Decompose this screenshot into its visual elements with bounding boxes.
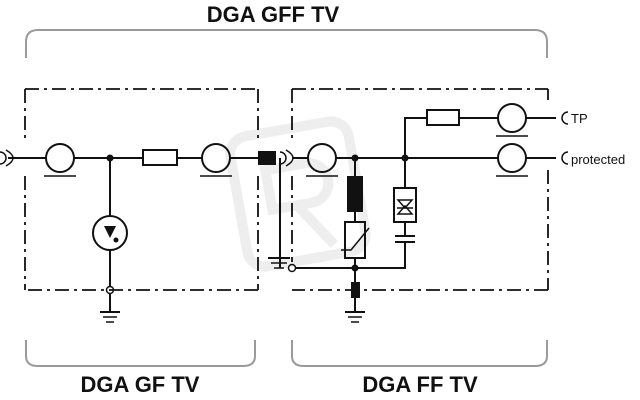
title-bottom-left: DGA GF TV: [81, 372, 200, 397]
title-top: DGA GFF TV: [207, 2, 340, 27]
capacitor-icon: [395, 235, 415, 243]
arrester-icon: [92, 215, 128, 251]
resistor-icon-tp: [426, 109, 460, 126]
tp-terminal-icon: [561, 111, 569, 125]
inductor-icon: [347, 176, 363, 212]
ring-icon-right-1: [306, 143, 338, 177]
resistor-icon-left: [142, 149, 178, 166]
ring-icon-left-2: [200, 143, 232, 177]
ring-icon-left-1: [44, 143, 76, 177]
varistor-icon: [341, 221, 370, 259]
ground-terminal-middle: [287, 263, 297, 273]
tp-line: [404, 117, 556, 158]
protected-terminal-icon: [561, 151, 569, 165]
left-module-outline: [24, 88, 259, 291]
brace-bottom-left: [25, 340, 256, 367]
brace-top: [25, 29, 548, 58]
ground-bus-right: [296, 246, 406, 269]
ring-icon-right-bottom: [496, 143, 528, 177]
ring-icon-right-top: [496, 103, 528, 137]
tp-label: TP: [571, 111, 588, 126]
protected-label: protected: [571, 152, 625, 167]
ground-icon-right: [345, 311, 365, 323]
title-bottom-right: DGA FF TV: [362, 372, 478, 397]
module-connector-plug: [258, 151, 276, 165]
ground-icon-left: [100, 311, 120, 323]
ground-icon-middle: [268, 257, 290, 269]
ground-fuse-icon: [351, 282, 360, 298]
tvs-diode-icon: [393, 187, 417, 223]
brace-bottom-right: [291, 340, 548, 367]
right-module-outline: [291, 88, 549, 291]
ground-terminal-left: [105, 285, 115, 295]
